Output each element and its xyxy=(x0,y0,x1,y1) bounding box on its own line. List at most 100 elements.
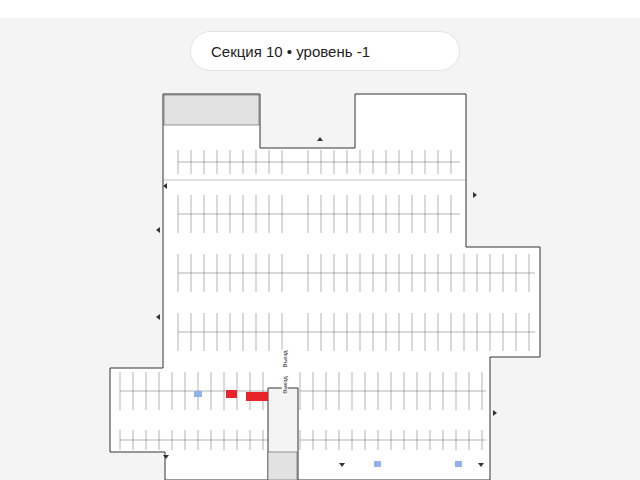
stall-line xyxy=(425,195,426,233)
stall-line xyxy=(456,372,457,410)
stall-line xyxy=(477,313,478,351)
stall-line xyxy=(386,254,387,292)
stall-line xyxy=(133,430,134,450)
stall-line xyxy=(217,313,218,351)
stall-line xyxy=(425,254,426,292)
stall-line xyxy=(256,254,257,292)
stall-line xyxy=(490,254,491,292)
stall-line xyxy=(339,372,340,410)
stall-line xyxy=(237,430,238,450)
stall-line xyxy=(243,150,244,174)
stall-line xyxy=(185,372,186,410)
stall-line xyxy=(365,430,366,450)
stall-line xyxy=(256,150,257,174)
stall-line xyxy=(146,430,147,450)
floor-outline xyxy=(110,94,540,480)
stall-line xyxy=(308,313,309,351)
stall-line xyxy=(204,150,205,174)
stall-line xyxy=(360,150,361,174)
service-room xyxy=(164,95,259,125)
stall-line xyxy=(313,430,314,450)
stall-line xyxy=(404,372,405,410)
stall-line xyxy=(360,313,361,351)
stall-line xyxy=(120,372,121,410)
stall-line xyxy=(300,430,301,450)
stall-line xyxy=(417,372,418,410)
exit-markers xyxy=(156,137,497,467)
selector-text: Секция 10 • уровень -1 xyxy=(211,43,370,60)
stall-line xyxy=(334,313,335,351)
stall-line xyxy=(300,391,486,392)
stall-line xyxy=(378,430,379,450)
stall-line xyxy=(282,313,283,351)
section-selector: Секция 10 • уровень -1 xyxy=(190,31,460,71)
stall-line xyxy=(360,195,361,233)
stall-line xyxy=(230,195,231,233)
stall-line xyxy=(230,254,231,292)
stall-line xyxy=(326,372,327,410)
stall-line xyxy=(451,254,452,292)
stall-line xyxy=(191,313,192,351)
stall-line xyxy=(224,430,225,450)
stall-line xyxy=(373,150,374,174)
stall-line xyxy=(263,372,264,410)
stall-line xyxy=(191,195,192,233)
sold-space xyxy=(226,390,237,398)
stall-line xyxy=(482,430,483,450)
stall-line xyxy=(490,313,491,351)
stall-line xyxy=(386,150,387,174)
stall-line xyxy=(224,372,225,410)
stall-line xyxy=(321,195,322,233)
stall-line xyxy=(178,162,460,163)
stall-line xyxy=(404,430,405,450)
selected-space xyxy=(374,461,381,467)
stall-line xyxy=(399,195,400,233)
stall-line xyxy=(482,372,483,410)
stall-line xyxy=(120,430,121,450)
stall-line xyxy=(378,372,379,410)
stall-line xyxy=(243,313,244,351)
stall-line xyxy=(373,195,374,233)
stall-line xyxy=(204,313,205,351)
sold-space xyxy=(246,392,268,401)
stall-line xyxy=(477,254,478,292)
stall-line xyxy=(469,430,470,450)
stall-line xyxy=(198,430,199,450)
stall-line xyxy=(178,313,179,351)
stall-line xyxy=(417,430,418,450)
stall-line xyxy=(282,195,283,233)
stall-line xyxy=(300,372,301,410)
stall-line xyxy=(217,150,218,174)
stall-line xyxy=(191,150,192,174)
stall-line xyxy=(269,254,270,292)
stall-line xyxy=(339,430,340,450)
stall-line xyxy=(178,214,460,215)
stall-line xyxy=(178,332,535,333)
stall-line xyxy=(269,195,270,233)
stall-line xyxy=(243,195,244,233)
stall-line xyxy=(451,195,452,233)
selected-space xyxy=(455,461,462,467)
stall-line xyxy=(443,430,444,450)
stall-line xyxy=(269,313,270,351)
stall-line xyxy=(120,440,268,441)
stall-line xyxy=(425,313,426,351)
stall-line xyxy=(347,195,348,233)
stall-line xyxy=(230,150,231,174)
stall-line xyxy=(516,313,517,351)
stall-line xyxy=(503,254,504,292)
stall-line xyxy=(399,313,400,351)
stall-line xyxy=(321,254,322,292)
stall-line xyxy=(308,254,309,292)
stall-line xyxy=(412,313,413,351)
stall-line xyxy=(321,150,322,174)
stall-line xyxy=(282,254,283,292)
stall-line xyxy=(399,254,400,292)
stall-line xyxy=(386,195,387,233)
stall-line xyxy=(386,313,387,351)
stall-line xyxy=(529,254,530,292)
stall-line xyxy=(425,150,426,174)
stall-line xyxy=(269,150,270,174)
stall-line xyxy=(360,254,361,292)
